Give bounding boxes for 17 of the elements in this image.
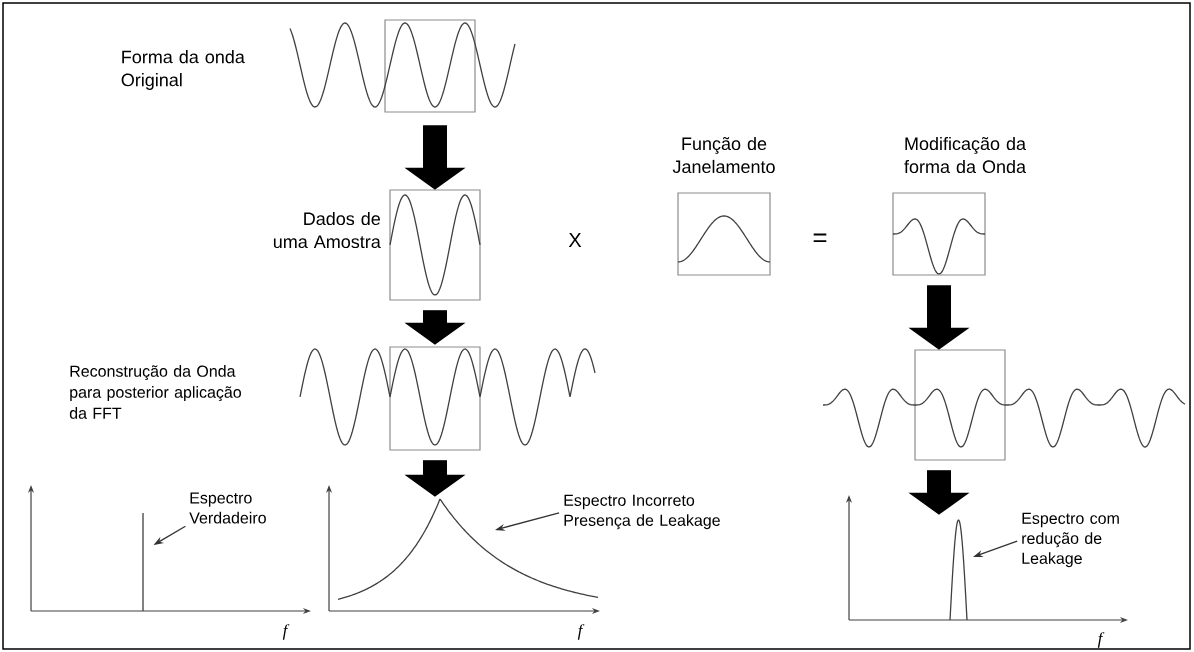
axis-label: f [577, 624, 585, 640]
reconstructed-wave-drawing [299, 346, 596, 451]
multiply-sign: X [568, 233, 582, 247]
axis-label: f [282, 624, 290, 640]
axis-label: f [1097, 632, 1105, 648]
annotation-text: Espectro Incorreto Presença de Leakage [564, 494, 720, 530]
reconstructed-wave-drawing [822, 349, 1186, 461]
wave-drawing [289, 19, 516, 113]
caption-text: Função de Janelamento [672, 136, 775, 174]
caption-text: Dados de uma Amostra [273, 211, 381, 249]
equals-sign: = [813, 233, 827, 242]
window-function-drawing [677, 192, 771, 276]
modified-wave-drawing [892, 192, 986, 276]
caption-text: Forma da onda Original [121, 50, 245, 90]
caption-text: Modificação da forma da Onda [904, 136, 1026, 174]
sample-wave-drawing [389, 189, 481, 301]
caption-text: Reconstrução da Onda para posterior aplicação da FFT [69, 365, 241, 419]
